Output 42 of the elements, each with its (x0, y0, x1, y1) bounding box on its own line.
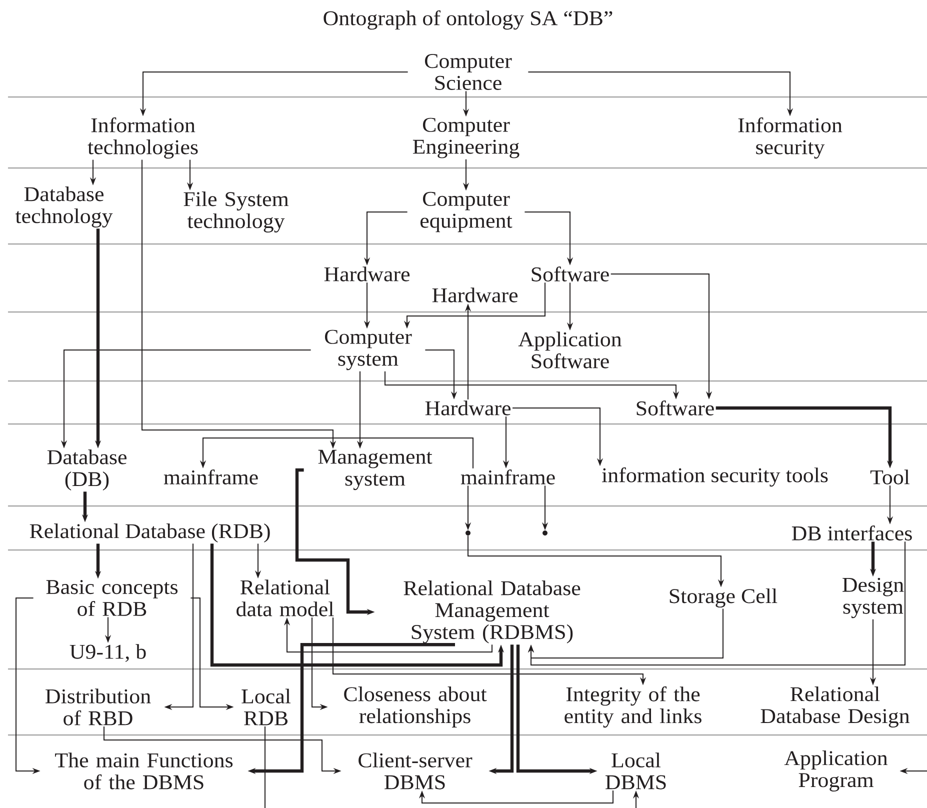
concept-label: Computer Science (424, 54, 512, 90)
concept-label: The main Functions of the DBMS (55, 752, 233, 790)
arrow (418, 790, 614, 804)
concept-label: U9-11, b (70, 644, 146, 662)
concept-label: Local DBMS (606, 752, 666, 790)
concept-label: DB interfaces (792, 526, 912, 540)
concept-label: Application Software (518, 332, 622, 368)
concept-label: Storage Cell (670, 588, 778, 608)
concept-label: Database (DB) (47, 450, 126, 490)
concept-label: Integrity of the entity and links (564, 686, 702, 728)
concept-label: Management system (318, 450, 432, 490)
concept-label: Local RDB (242, 688, 291, 726)
concept-label: Relational Database (RDB) (30, 524, 270, 542)
concept-label: information security tools (602, 467, 828, 487)
concept-label: Tool (870, 470, 910, 484)
concept-label: Hardware (425, 400, 511, 416)
concept-label: Relational data model (236, 580, 334, 616)
concept-label: File System technology (184, 192, 289, 232)
concept-label: Client-server DBMS (358, 752, 472, 790)
concept-label: Computer Engineering (412, 118, 520, 158)
concept-label: Relational Database Management System (RDBMS) (404, 580, 580, 644)
arrow (528, 541, 906, 666)
concept-label: Database technology (15, 186, 113, 228)
concept-label: mainframe (164, 470, 258, 484)
concept-label: Application Program (784, 750, 888, 792)
concept-label: Computer system (324, 330, 412, 370)
concept-label: Computer equipment (420, 192, 512, 232)
connector-line (264, 726, 266, 808)
concept-label: Design system (842, 578, 904, 618)
concept-label: mainframe (460, 470, 555, 484)
concept-label: Closeness about relationships (344, 686, 487, 728)
arrow (528, 608, 724, 658)
title: Ontograph of ontology SA “DB” (324, 10, 612, 30)
concept-label: Hardware (432, 288, 518, 302)
concept-label: Basic concepts of RDB (46, 580, 178, 616)
concept-label: Relational Database Design (760, 686, 910, 728)
concept-label: Software (532, 266, 609, 282)
concept-label: Hardware (324, 266, 410, 282)
concept-label: Information technologies (88, 117, 198, 159)
concept-label: Information security (738, 117, 842, 159)
concept-label: Software (636, 400, 714, 416)
concept-label: Distribution of RBD (46, 688, 151, 726)
